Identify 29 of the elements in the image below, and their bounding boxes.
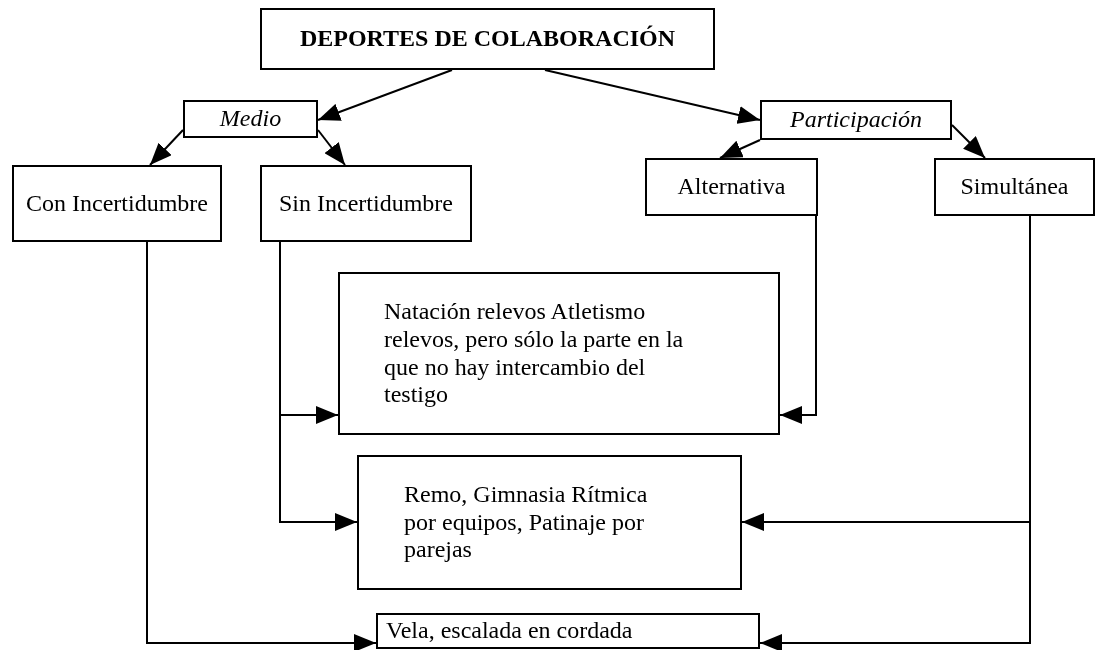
arrow [317, 69, 453, 121]
arrow [317, 129, 346, 166]
example-box [357, 455, 742, 590]
arrow [951, 124, 986, 159]
node-label: Vela, escalada en cordada [386, 617, 633, 645]
node-label: Con Incertidumbre [26, 189, 208, 218]
node-label: Alternativa [677, 173, 786, 201]
arrow [719, 139, 761, 159]
category-box [260, 165, 472, 242]
example-box [376, 613, 760, 649]
node-label: Remo, Gimnasia Rítmica por equipos, Patinaje por parejas [404, 481, 649, 564]
node-label: Simultánea [960, 173, 1069, 201]
category-box [934, 158, 1095, 216]
title-text: DEPORTES DE COLABORACIÓN [299, 25, 676, 53]
category-box [645, 158, 818, 216]
category-box [183, 100, 318, 138]
category-box [12, 165, 222, 242]
title-box [260, 8, 715, 70]
node-label: Medio [219, 105, 282, 133]
node-label: Natación relevos Atletismo relevos, pero sólo la parte en la que no hay intercambio del testigo [384, 298, 684, 409]
arrow [779, 215, 817, 424]
category-box [760, 100, 952, 140]
arrow [279, 241, 358, 531]
arrow [149, 129, 184, 166]
node-label: Participación [790, 106, 922, 134]
node-label: Sin Incertidumbre [279, 189, 453, 218]
arrow [146, 241, 377, 650]
arrow [544, 69, 761, 124]
example-box [338, 272, 780, 435]
